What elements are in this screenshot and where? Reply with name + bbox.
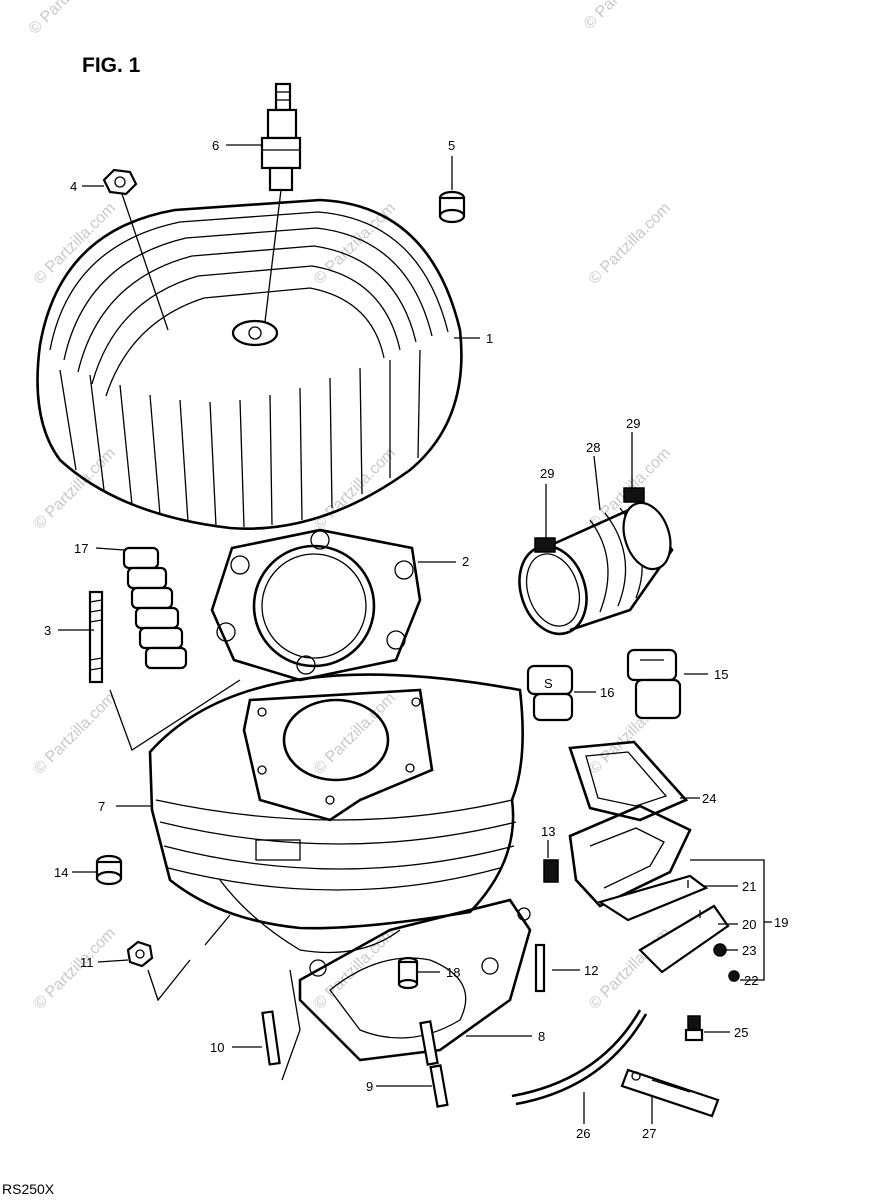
svg-text:S: S xyxy=(544,676,553,691)
callout-8: 8 xyxy=(538,1029,545,1044)
cylinder-part xyxy=(148,673,524,954)
cap-part-5 xyxy=(438,190,466,224)
callout-28: 28 xyxy=(586,440,600,455)
stud-part-9 xyxy=(419,1020,449,1108)
figure-title: FIG. 1 xyxy=(82,54,141,77)
screw-part-25 xyxy=(684,1015,704,1042)
callout-3: 3 xyxy=(44,623,51,638)
callout-24: 24 xyxy=(702,791,716,806)
stud-part-10 xyxy=(261,969,301,1081)
watermark: © Partzilla.com xyxy=(31,445,119,533)
callout-2: 2 xyxy=(462,554,469,569)
watermark: © Partzilla.com xyxy=(311,925,399,1013)
callout-6: 6 xyxy=(212,138,219,153)
damper-part-16: S xyxy=(526,664,574,722)
watermark: © Partzilla.com xyxy=(31,200,119,288)
callout-19: 19 xyxy=(774,915,788,930)
callout-21: 21 xyxy=(742,879,756,894)
callout-10: 10 xyxy=(210,1040,224,1055)
nut-part-13 xyxy=(543,859,559,883)
model-label: RS250X xyxy=(2,1181,55,1197)
callout-11: 11 xyxy=(80,955,94,970)
stud-part-3 xyxy=(88,590,241,751)
callout-20: 20 xyxy=(742,917,756,932)
callout-4: 4 xyxy=(70,179,77,194)
nut-part-4 xyxy=(102,168,169,331)
callout-23: 23 xyxy=(742,943,756,958)
callout-27: 27 xyxy=(642,1126,656,1141)
watermark: © Partzilla.com xyxy=(581,0,669,33)
callout-12: 12 xyxy=(584,963,598,978)
hose-part-26 xyxy=(511,1009,648,1106)
head-gasket-part xyxy=(210,528,422,682)
reed-gasket-part xyxy=(568,740,689,822)
callout-13: 13 xyxy=(541,824,555,839)
cylinder-head-part xyxy=(36,198,463,530)
reed-valve-assembly xyxy=(568,804,740,982)
callout-1: 1 xyxy=(486,331,493,346)
callout-15: 15 xyxy=(714,667,728,682)
base-gasket-part xyxy=(298,898,532,1062)
callout-17: 17 xyxy=(74,541,88,556)
callout-labels: 1 2 3 4 5 6 7 8 9 10 11 12 13 14 15 16 1… xyxy=(44,138,788,1141)
callout-26: 26 xyxy=(576,1126,590,1141)
callout-22: 22 xyxy=(744,973,758,988)
callout-25: 25 xyxy=(734,1025,748,1040)
callout-14: 14 xyxy=(54,865,68,880)
damper-part-15 xyxy=(626,648,682,720)
watermark: © Partzilla.com xyxy=(31,925,119,1013)
callout-5: 5 xyxy=(448,138,455,153)
clip-part-27 xyxy=(620,1068,720,1118)
callout-18: 18 xyxy=(446,965,460,980)
callout-16: 16 xyxy=(600,685,614,700)
watermark: © Partzilla.com xyxy=(586,200,674,288)
intake-pipe-part xyxy=(518,487,674,636)
callout-29: 29 xyxy=(626,416,640,431)
nut-part-11 xyxy=(126,940,191,1002)
damper-part-17 xyxy=(122,546,188,670)
callout-7: 7 xyxy=(98,799,105,814)
leader-lines xyxy=(58,144,772,1124)
watermark: © Partzilla.com xyxy=(311,445,399,533)
dowel-part-18 xyxy=(397,956,419,990)
watermark: © Partzilla.com xyxy=(31,690,119,778)
stud-part-12 xyxy=(534,943,546,993)
callout-29: 29 xyxy=(540,466,554,481)
callout-9: 9 xyxy=(366,1079,373,1094)
watermark: © Partzilla.com xyxy=(26,0,114,38)
spark-plug-part xyxy=(260,82,302,331)
cap-part-14 xyxy=(95,854,123,886)
